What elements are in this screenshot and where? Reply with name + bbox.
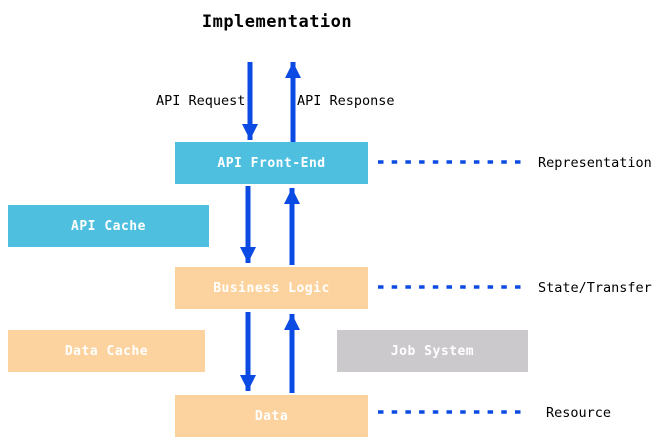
box-data-label: Data — [254, 408, 289, 424]
layer-label-state-transfer: State/Transfer — [538, 280, 652, 296]
box-business-logic: Business Logic — [175, 267, 368, 309]
box-data-cache: Data Cache — [8, 330, 205, 372]
box-job-system-label: Job System — [390, 343, 475, 359]
box-api-front-end: API Front-End — [175, 142, 368, 184]
box-job-system: Job System — [337, 330, 528, 372]
box-business-logic-label: Business Logic — [213, 280, 330, 296]
box-data: Data — [175, 395, 368, 437]
box-api-cache: API Cache — [8, 205, 209, 247]
diagram-title: Implementation — [201, 12, 353, 32]
api-request-label: API Request — [156, 93, 246, 109]
layer-label-resource: Resource — [546, 405, 612, 421]
box-data-cache-label: Data Cache — [64, 343, 149, 359]
box-api-front-end-label: API Front-End — [217, 155, 326, 171]
layer-label-representation: Representation — [538, 155, 652, 171]
api-response-label: API Response — [297, 93, 395, 109]
box-api-cache-label: API Cache — [71, 218, 146, 234]
